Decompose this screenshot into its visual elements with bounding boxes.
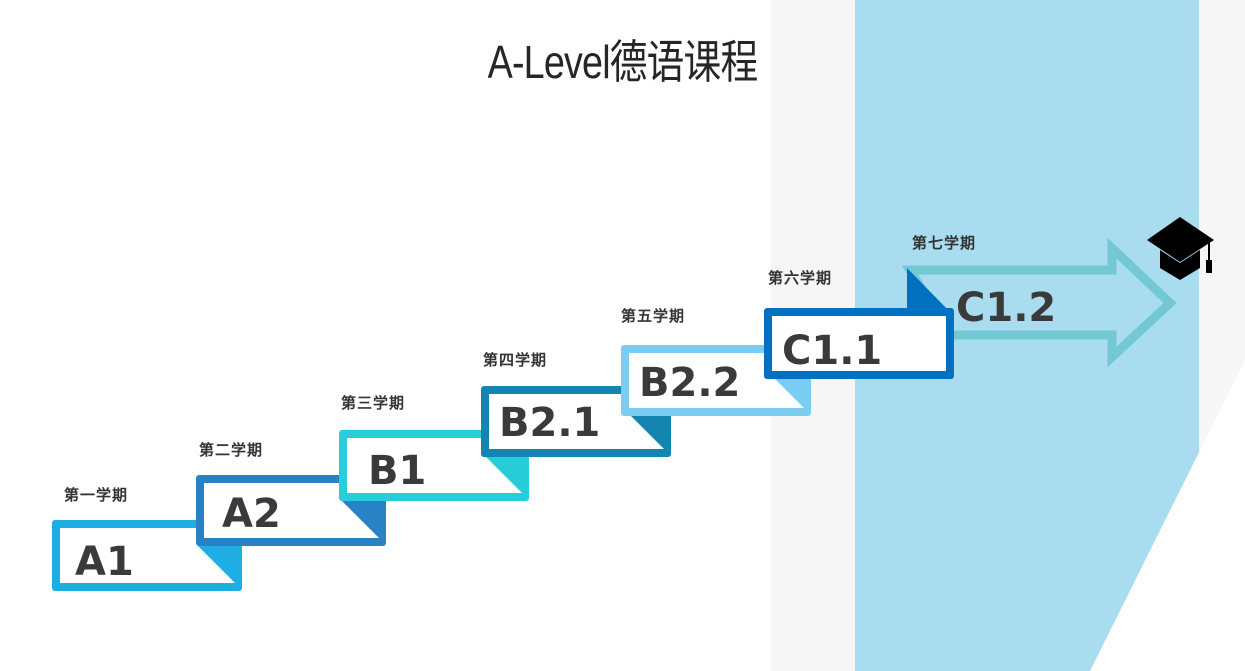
diagonal-white-shape — [1090, 360, 1245, 671]
c1-1-fold — [907, 268, 950, 312]
term-label-4: 第四学期 — [483, 351, 548, 369]
level-label-b2-2: B2.2 — [639, 360, 741, 406]
level-label-c1-1: C1.1 — [782, 328, 883, 374]
term-label-6: 第六学期 — [768, 269, 833, 287]
step-box-1 — [52, 520, 242, 591]
term-label-3: 第三学期 — [341, 394, 406, 412]
c1-2-arrow — [901, 237, 1177, 368]
level-label-a2: A2 — [222, 491, 281, 537]
term-label-7: 第七学期 — [912, 234, 977, 252]
term-label-5: 第五学期 — [621, 307, 686, 325]
page-title: A-Level德语课程 — [487, 36, 759, 88]
graduation-cap-icon — [1147, 217, 1214, 280]
step-box-6 — [764, 308, 954, 379]
level-label-b1: B1 — [368, 448, 427, 494]
step-box-5 — [621, 345, 811, 416]
level-label-a1: A1 — [75, 539, 134, 585]
term-label-2: 第二学期 — [199, 441, 264, 459]
level-label-c1-2: C1.2 — [956, 285, 1057, 331]
term-label-1: 第一学期 — [64, 486, 129, 504]
level-label-b2-1: B2.1 — [499, 400, 601, 446]
step-box-2 — [196, 475, 386, 546]
